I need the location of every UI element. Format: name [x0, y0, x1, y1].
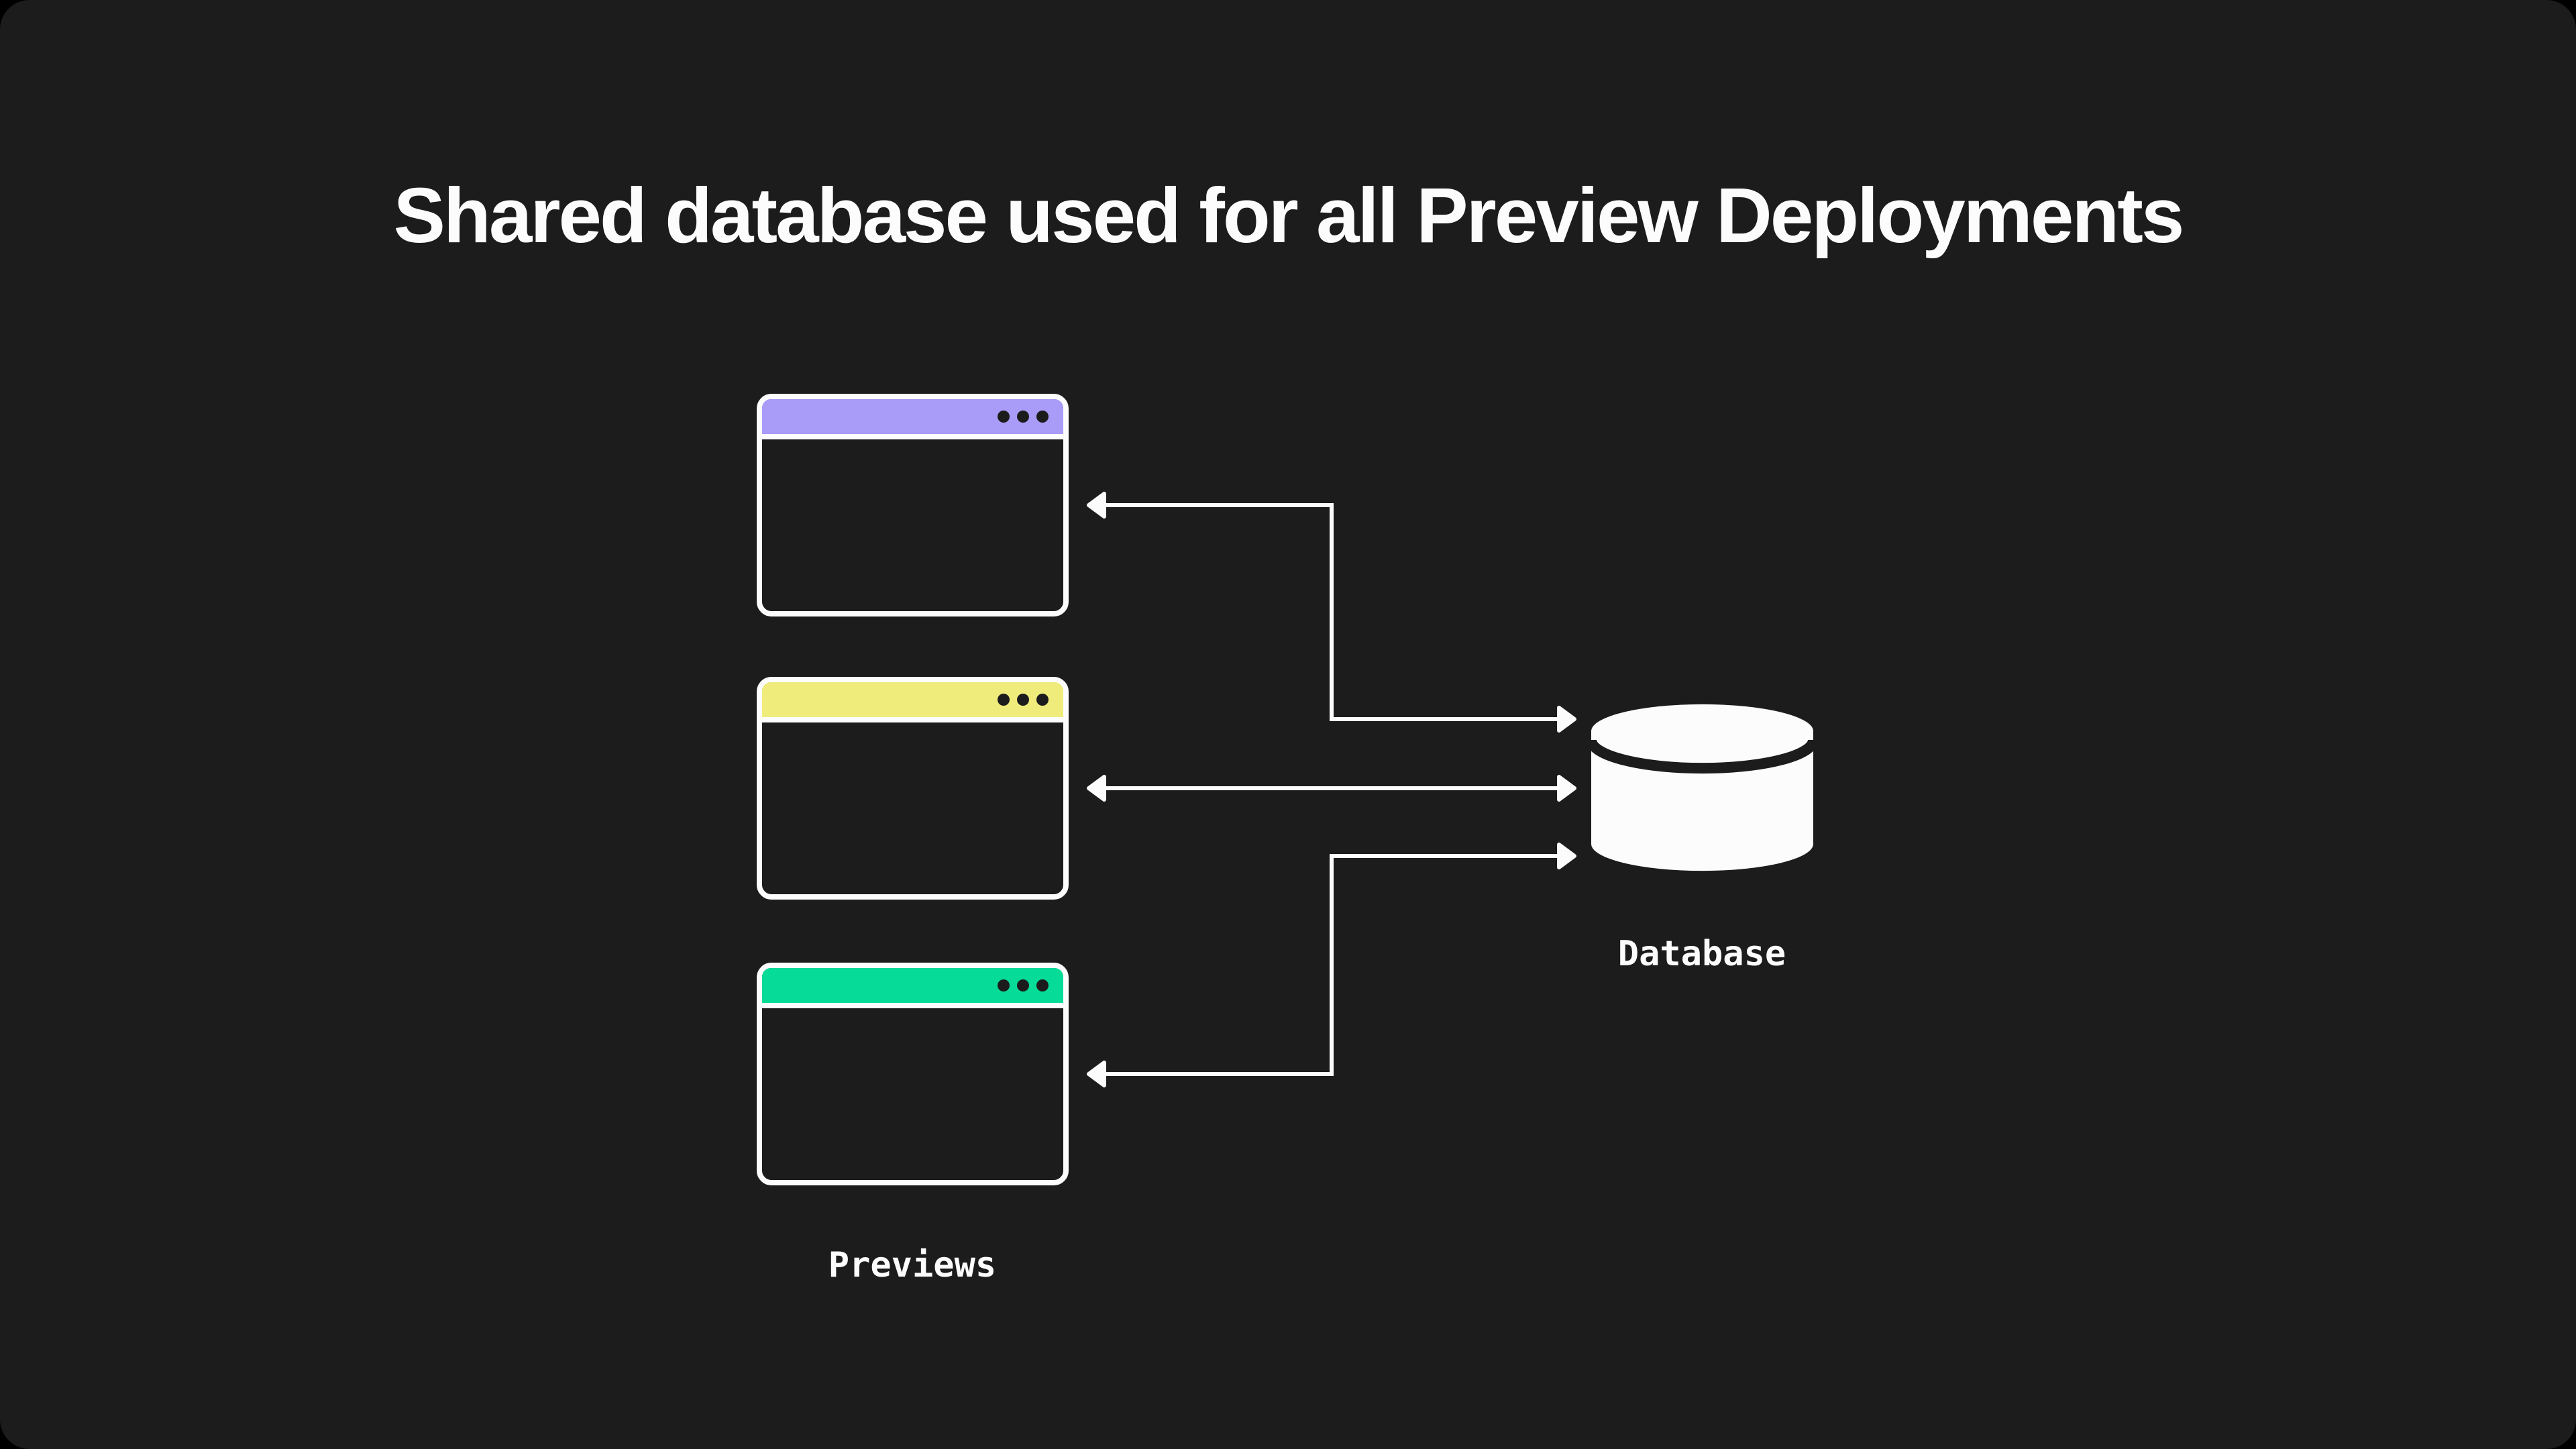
arrow-left-icon [1087, 492, 1106, 519]
window-titlebar [762, 682, 1063, 722]
arrow-right-icon [1557, 843, 1576, 869]
database-cylinder-icon [1586, 704, 1819, 871]
arrow-right-icon [1557, 706, 1576, 733]
previews-label: Previews [828, 1245, 997, 1285]
arrow-left-icon [1087, 775, 1106, 802]
arrow-left-icon [1087, 1061, 1106, 1087]
window-dot [1017, 694, 1029, 706]
window-dot [998, 979, 1010, 991]
window-body [762, 439, 1063, 606]
window-dots-icon [998, 411, 1049, 423]
preview-window-purple [757, 394, 1069, 616]
window-dots-icon [998, 979, 1049, 991]
page-title: Shared database used for all Preview Dep… [393, 172, 2185, 259]
window-dot [1017, 411, 1029, 423]
window-dot [1036, 411, 1049, 423]
window-dots-icon [998, 694, 1049, 706]
window-dot [1036, 979, 1049, 991]
preview-window-green [757, 963, 1069, 1185]
connector-preview-2 [1087, 775, 1576, 802]
connector-preview-1 [1087, 492, 1576, 733]
connector-preview-3 [1087, 843, 1576, 1087]
database-label: Database [1617, 934, 1786, 974]
window-dot [998, 411, 1010, 423]
arrow-right-icon [1557, 775, 1576, 802]
window-body [762, 1008, 1063, 1175]
window-dot [998, 694, 1010, 706]
window-body [762, 722, 1063, 889]
window-dot [1036, 694, 1049, 706]
window-titlebar [762, 399, 1063, 439]
preview-window-yellow [757, 677, 1069, 900]
window-dot [1017, 979, 1029, 991]
window-titlebar [762, 968, 1063, 1008]
